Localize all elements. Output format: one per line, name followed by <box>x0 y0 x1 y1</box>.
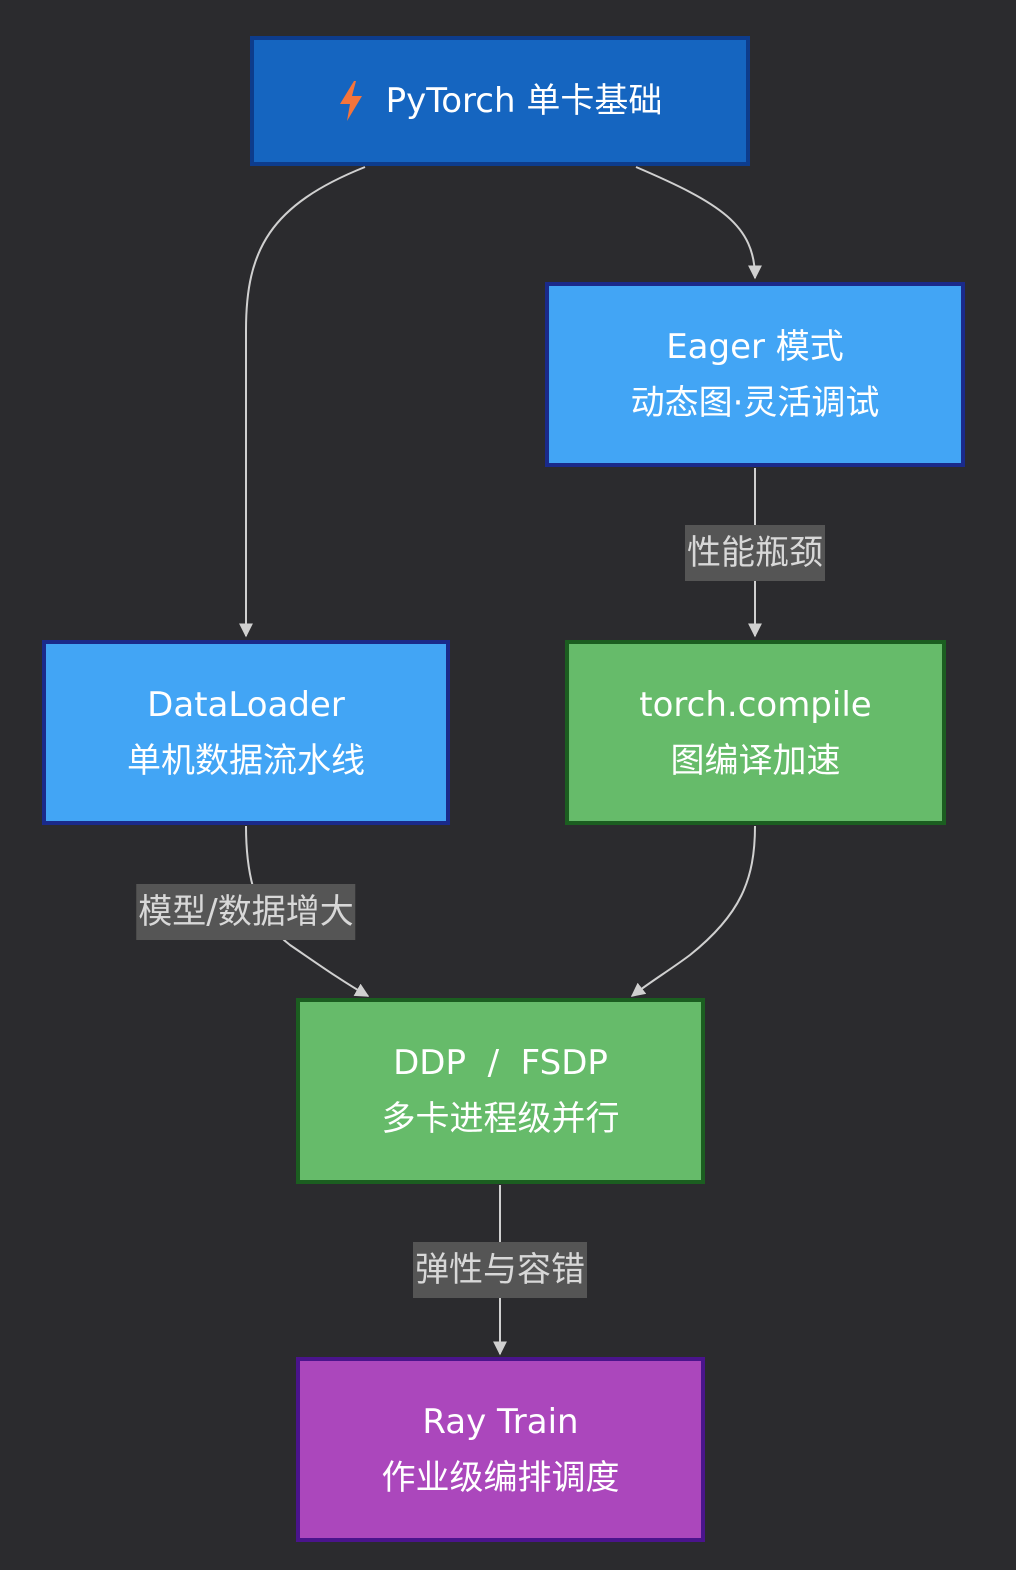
node-ray: Ray Train 作业级编排调度 <box>296 1357 705 1542</box>
node-eager-subtitle: 动态图·灵活调试 <box>630 382 880 423</box>
node-ddp-title: DDP / FSDP <box>393 1043 608 1083</box>
node-pytorch-label: PyTorch 单卡基础 <box>385 81 663 121</box>
node-ray-subtitle: 作业级编排调度 <box>381 1457 620 1498</box>
node-ddp-subtitle: 多卡进程级并行 <box>381 1099 620 1139</box>
node-pytorch: PyTorch 单卡基础 <box>250 36 750 166</box>
node-dataloader: DataLoader 单机数据流水线 <box>42 640 450 825</box>
node-eager-title: Eager 模式 <box>666 326 844 367</box>
edge-label-dataloader-to-ddp: 模型/数据增大 <box>136 884 356 940</box>
edge-pytorch-to-dataloader <box>239 166 366 638</box>
edge-pytorch-to-eager <box>635 166 762 280</box>
node-compile-title: torch.compile <box>639 684 872 725</box>
edge-label-eager-to-compile: 性能瓶颈 <box>685 525 825 581</box>
node-compile: torch.compile 图编译加速 <box>565 640 946 825</box>
node-dataloader-subtitle: 单机数据流水线 <box>127 740 365 781</box>
node-ray-title: Ray Train <box>422 1401 579 1442</box>
node-compile-subtitle: 图编译加速 <box>670 740 841 781</box>
node-eager: Eager 模式 动态图·灵活调试 <box>545 282 965 467</box>
edge-compile-to-ddp <box>630 825 756 997</box>
lightning-bolt-icon <box>339 81 362 121</box>
edge-dataloader-to-ddp <box>245 825 370 997</box>
node-dataloader-title: DataLoader <box>147 684 345 725</box>
edge-label-ddp-to-ray: 弹性与容错 <box>413 1242 587 1298</box>
node-ddp: DDP / FSDP 多卡进程级并行 <box>296 998 705 1184</box>
